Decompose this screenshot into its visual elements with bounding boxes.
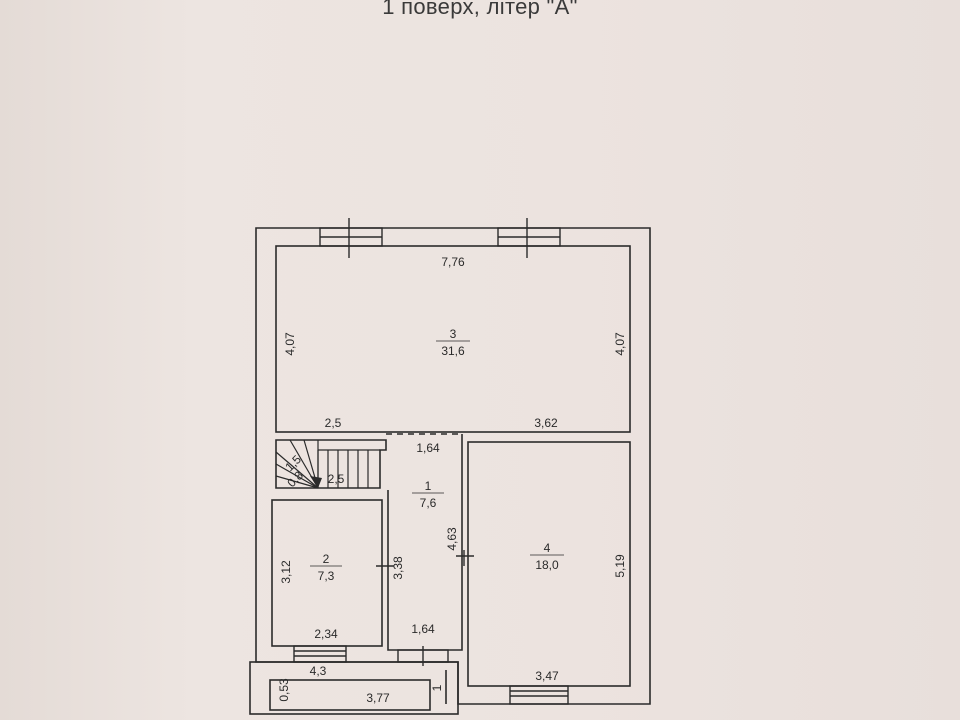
room-3-area: 31,6 — [441, 344, 465, 358]
dim-room4-bottom: 3,47 — [535, 669, 559, 683]
window-room-4 — [509, 685, 569, 705]
dim-room4-height: 5,19 — [613, 554, 627, 578]
room-3-outline — [275, 245, 631, 433]
stair-treads — [275, 439, 380, 489]
window-room-2 — [293, 645, 347, 663]
stair-arrow — [310, 476, 322, 488]
dim-porch-width: 4,3 — [310, 664, 327, 678]
dim-room2-right: 3,38 — [391, 556, 405, 580]
dim-stair-length: 2,5 — [328, 472, 345, 486]
porch-outline — [249, 661, 459, 715]
dim-stair-b: 0,8 — [284, 468, 306, 490]
room-2-number: 2 — [323, 552, 330, 566]
plan-title: 1 поверх, літер "А" — [382, 0, 578, 19]
room-4-area: 18,0 — [535, 558, 559, 572]
dim-hall-height: 4,63 — [445, 527, 459, 551]
dim-room3-height-right: 4,07 — [613, 332, 627, 356]
room-2-area: 7,3 — [318, 569, 335, 583]
dim-room3-height-left: 4,07 — [283, 332, 297, 356]
dim-room3-bottom-right: 3,62 — [534, 416, 558, 430]
dim-porch-bottom: 3,77 — [366, 691, 390, 705]
porch-inner — [269, 679, 431, 711]
room-3-number: 3 — [450, 327, 457, 341]
dim-porch-height: 0,53 — [277, 678, 291, 702]
dim-porch-side: 1 — [430, 684, 444, 691]
room-1-area: 7,6 — [420, 496, 437, 510]
room-4-number: 4 — [544, 541, 551, 555]
dim-room2-height: 3,12 — [279, 560, 293, 584]
dim-hall-top: 1,64 — [416, 441, 440, 455]
dim-room2-bottom: 2,34 — [314, 627, 338, 641]
dim-room3-bottom-left: 2,5 — [325, 416, 342, 430]
dim-room3-width: 7,76 — [441, 255, 465, 269]
room-1-number: 1 — [425, 479, 432, 493]
dim-hall-bottom: 1,64 — [411, 622, 435, 636]
